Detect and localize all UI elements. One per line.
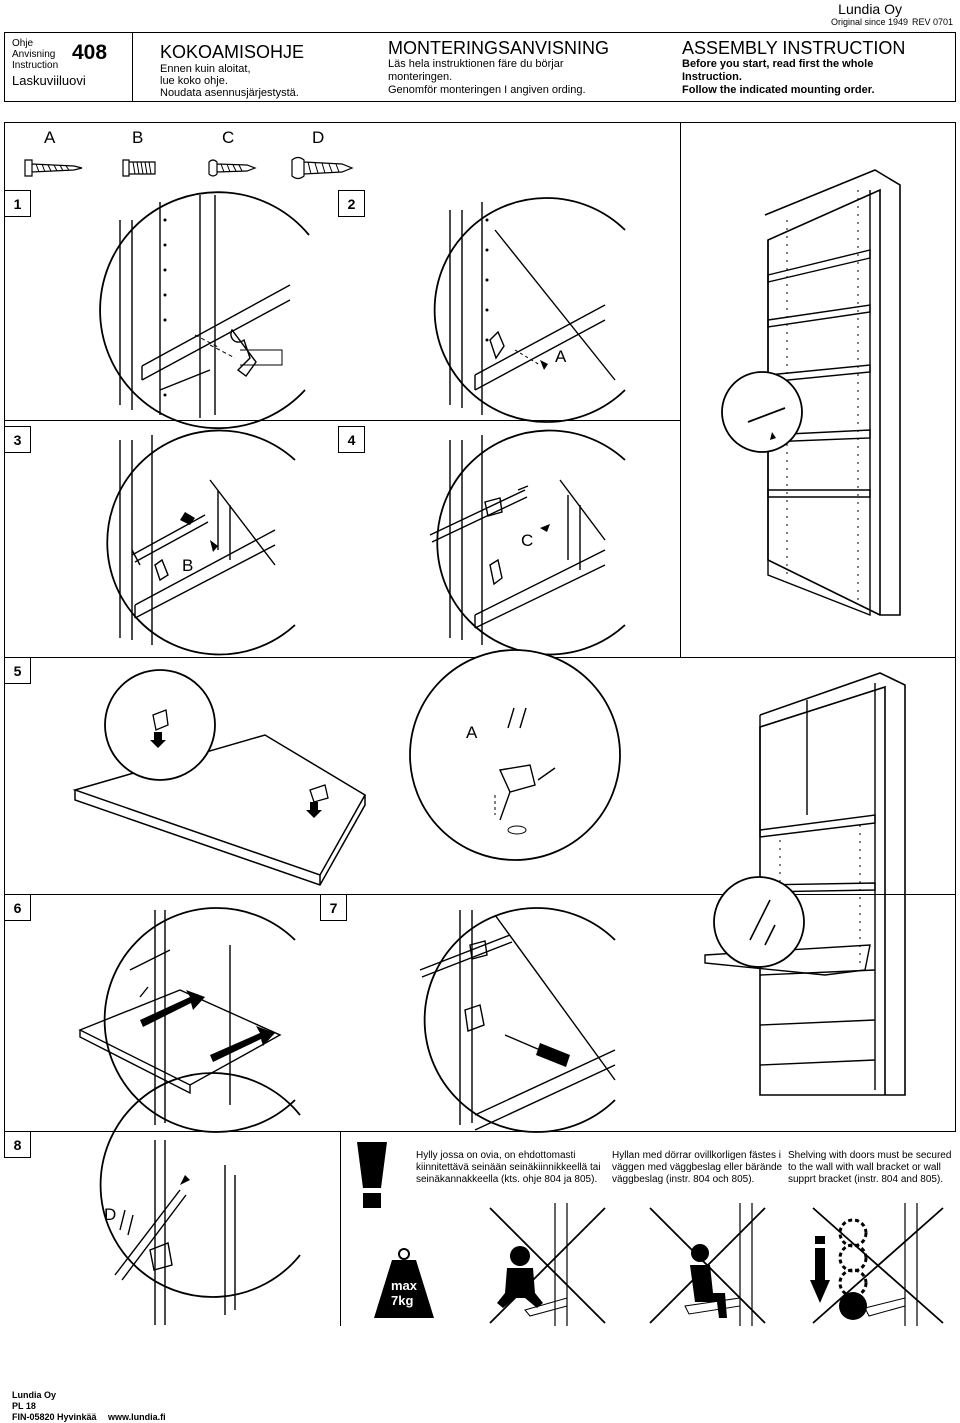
weight-label-max: max xyxy=(391,1278,418,1293)
product-name: Laskuviiluovi xyxy=(12,73,86,88)
note-sv: Hyllan med dörrar ovillkorligen fästes i… xyxy=(612,1150,783,1185)
text-en-1: Before you start, read first the whole xyxy=(682,58,874,70)
screw-label-a: A xyxy=(44,128,56,147)
panel-frame-top xyxy=(4,122,956,123)
text-sv-3: Genomför monteringen I angiven ording. xyxy=(388,84,586,96)
text-sv-1: Läs hela instruktionen färe du börjar xyxy=(388,58,564,70)
row-divider-4 xyxy=(4,894,956,895)
text-sv-2: monteringen. xyxy=(388,71,453,83)
step-3-callout: B xyxy=(182,556,194,575)
header-box xyxy=(4,32,956,102)
title-sv: MONTERINGSANVISNING xyxy=(388,38,610,58)
panel-frame-left xyxy=(4,122,5,1132)
note-en: Shelving with doors must be secured to t… xyxy=(788,1150,952,1185)
step-4-illustration xyxy=(429,429,626,656)
row-divider-5 xyxy=(4,1131,956,1132)
text-en-3: Follow the indicated mounting order. xyxy=(682,84,875,96)
footer-address: FIN-05820 Hyvinkää xyxy=(12,1412,97,1422)
text-fi-2: lue koko ohje. xyxy=(160,75,228,87)
step-5-callout: A xyxy=(466,723,478,742)
person-sitting-warning-icon xyxy=(649,1203,766,1326)
weight-label-kg: 7kg xyxy=(391,1293,414,1308)
panel-frame-right xyxy=(955,122,956,1132)
step-8-illustration xyxy=(99,1072,301,1325)
doc-number: 408 xyxy=(72,41,108,64)
revision: REV 0701 xyxy=(912,17,954,27)
screw-label-d: D xyxy=(312,128,325,147)
header-divider xyxy=(132,32,133,102)
step-2-badge: 2 xyxy=(338,190,365,217)
step-7-illustration xyxy=(419,907,616,1133)
row-divider-2 xyxy=(4,420,681,421)
screw-label-b: B xyxy=(132,128,144,147)
falling-objects-warning-icon xyxy=(810,1203,944,1326)
title-fi: KOKOAMISOHJE xyxy=(160,42,305,62)
screw-c-icon xyxy=(208,159,257,177)
step-3-illustration xyxy=(106,429,296,656)
step-7-badge: 7 xyxy=(320,894,347,921)
step-6-illustration xyxy=(78,907,296,1133)
note-fi: Hylly jossa on ovia, on ehdottomasti kii… xyxy=(416,1150,601,1185)
doc-label-sv: Anvisning xyxy=(12,49,56,60)
screw-label-c: C xyxy=(222,128,235,147)
footer-po: PL 18 xyxy=(12,1401,36,1411)
footer-web: www.lundia.fi xyxy=(108,1412,166,1422)
baby-on-shelf-warning-icon xyxy=(489,1203,606,1326)
step-8-badge: 8 xyxy=(4,1131,31,1158)
footer-company: Lundia Oy xyxy=(12,1390,57,1400)
company-name: Lundia Oy xyxy=(838,1,902,17)
step-1-illustration xyxy=(99,191,310,430)
doc-label-fi: Ohje xyxy=(12,38,34,49)
step-2-callout: A xyxy=(555,347,567,366)
step-4-badge: 4 xyxy=(338,426,365,453)
step-3-badge: 3 xyxy=(4,426,31,453)
weight-icon xyxy=(374,1248,434,1318)
doc-label-en: Instruction xyxy=(12,60,59,71)
cabinet-flap-illustration xyxy=(704,672,906,1096)
text-fi-1: Ennen kuin aloitat, xyxy=(160,63,251,75)
step-2-illustration xyxy=(433,197,626,423)
company-since: Original since 1949 xyxy=(831,17,909,27)
step-8-callout: D xyxy=(104,1205,117,1224)
screw-d-icon xyxy=(291,156,354,180)
step-4-callout: C xyxy=(521,531,534,550)
cabinet-open-illustration xyxy=(721,169,901,617)
step-1-badge: 1 xyxy=(4,190,31,217)
screw-a-icon xyxy=(24,159,83,177)
step-5-illustration xyxy=(72,649,621,886)
column-divider xyxy=(680,122,681,657)
bottom-divider-left xyxy=(340,1131,341,1326)
step-5-badge: 5 xyxy=(4,657,31,684)
exclamation-icon xyxy=(357,1142,387,1208)
text-en-2: Instruction. xyxy=(682,71,742,83)
step-6-badge: 6 xyxy=(4,894,31,921)
title-en: ASSEMBLY INSTRUCTION xyxy=(682,38,906,58)
screw-b-icon xyxy=(122,159,156,177)
text-fi-3: Noudata asennusjärjestystä. xyxy=(160,87,299,99)
